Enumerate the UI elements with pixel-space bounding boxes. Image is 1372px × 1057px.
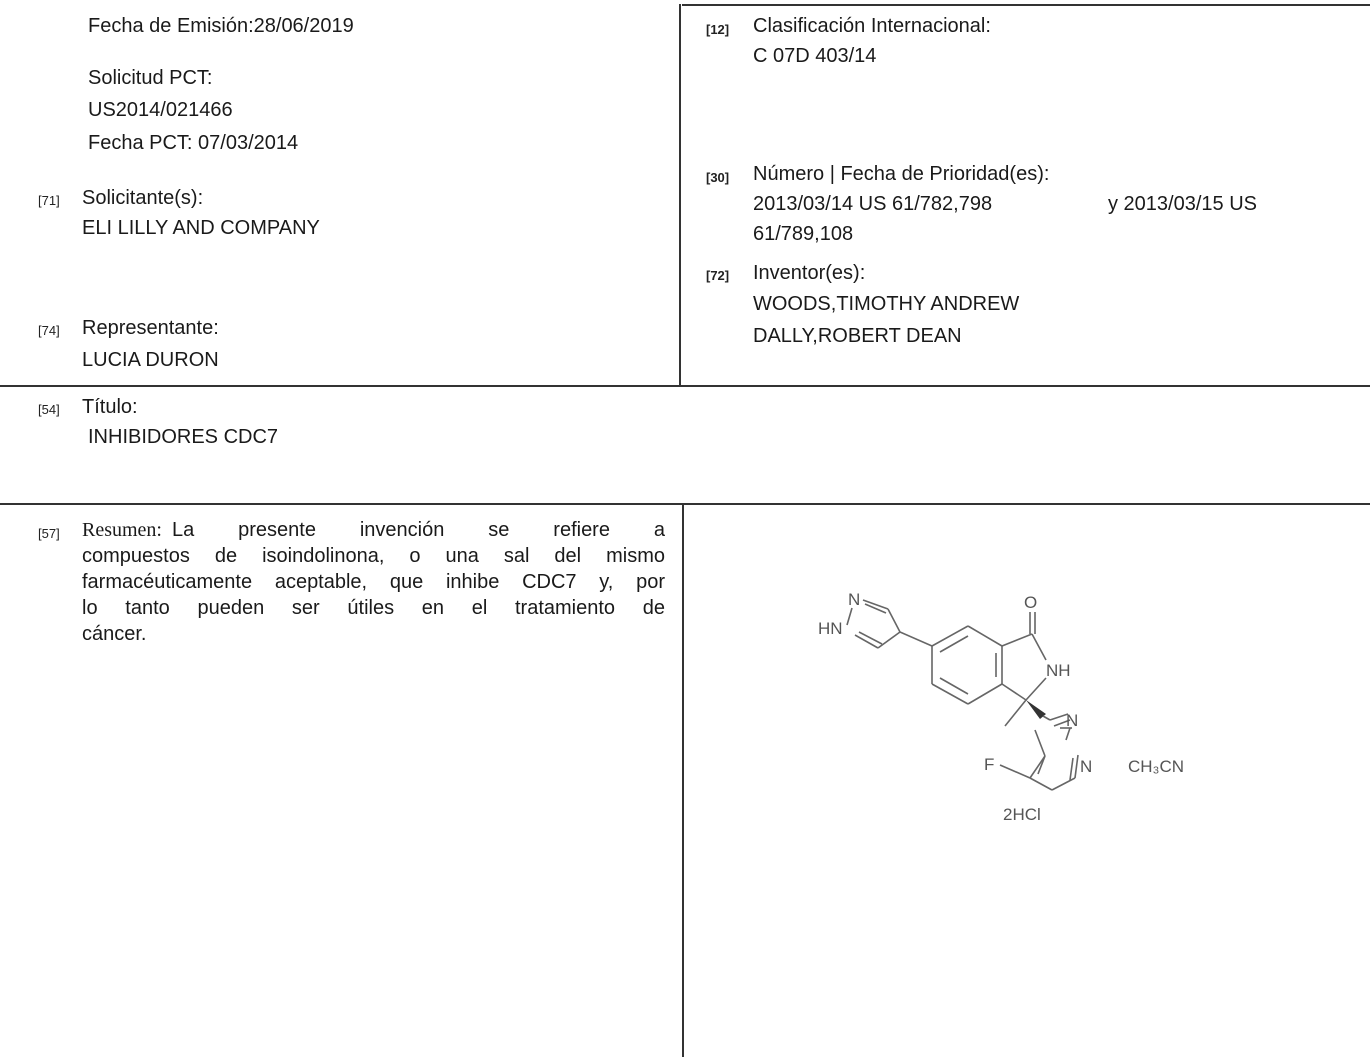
section-rule-1 [0, 385, 1370, 387]
clasificacion-code: [12] [706, 22, 730, 37]
abstract-line-4: lo tanto pueden ser útiles en el tratami… [82, 597, 665, 619]
abstract-line-3: farmacéuticamente aceptable, que inhibe … [82, 571, 665, 593]
solicitud-pct-label: Solicitud PCT: [88, 67, 213, 89]
bottom-column-divider [682, 504, 684, 1057]
clasificacion-value: C 07D 403/14 [753, 45, 877, 67]
wedge-bond [1026, 700, 1046, 719]
prioridad-code: [30] [706, 170, 730, 185]
representante-value: LUCIA DURON [82, 349, 219, 371]
structure-labels: N HN O NH N N F CH₃CN 2HCl [818, 590, 1184, 824]
structure-bonds [846, 599, 1079, 791]
solicitud-pct-value: US2014/021466 [88, 99, 233, 121]
representante-label: Representante: [82, 317, 219, 339]
abstract-line-5: cáncer. [82, 623, 147, 645]
abstract-label: Resumen: [82, 519, 162, 541]
inventor-label: Inventor(es): [753, 262, 866, 284]
prioridad-value-1a: 2013/03/14 US 61/782,798 [753, 193, 993, 215]
fecha-emision: Fecha de Emisión:28/06/2019 [88, 15, 354, 37]
top-rule [682, 4, 1370, 6]
atom-nh: NH [1046, 661, 1071, 680]
solicitante-label: Solicitante(s): [82, 187, 204, 209]
abstract-line-1-text: La presente invención se refiere a [172, 519, 665, 541]
title-code: [54] [38, 402, 60, 417]
inventor-2: DALLY,ROBERT DEAN [753, 325, 962, 347]
atom-o: O [1024, 593, 1037, 612]
solvent-ch3cn: CH₃CN [1128, 757, 1184, 776]
title-value: INHIBIDORES CDC7 [88, 426, 279, 448]
inventor-code: [72] [706, 268, 730, 283]
abstract-code: [57] [38, 526, 60, 541]
solicitante-code: [71] [38, 193, 60, 208]
abstract-line-1: Resumen: La presente invención se refier… [82, 517, 665, 543]
title-label: Título: [82, 396, 138, 418]
inventor-1: WOODS,TIMOTHY ANDREW [753, 293, 1020, 315]
prioridad-value-1b: y 2013/03/15 US [1108, 193, 1257, 215]
solicitante-value: ELI LILLY AND COMPANY [82, 217, 320, 239]
section-rule-2 [0, 503, 1370, 505]
top-column-divider [679, 4, 681, 386]
salt-2hcl: 2HCl [1003, 805, 1041, 824]
chemical-structure: N HN O NH N N F CH₃CN 2HCl [818, 590, 1184, 824]
atom-hn: HN [818, 619, 843, 638]
atom-n-pyr-bottom: N [1080, 757, 1092, 776]
atom-n-pyr-top: N [1066, 711, 1078, 730]
representante-code: [74] [38, 323, 60, 338]
atom-f: F [984, 755, 994, 774]
atom-n-top: N [848, 590, 860, 609]
prioridad-label: Número | Fecha de Prioridad(es): [753, 163, 1050, 185]
fecha-pct: Fecha PCT: 07/03/2014 [88, 132, 299, 154]
abstract-line-2: compuestos de isoindolinona, o una sal d… [82, 545, 665, 567]
abstract-text: Resumen: La presente invención se refier… [82, 517, 665, 647]
prioridad-value-2: 61/789,108 [753, 223, 854, 245]
clasificacion-label: Clasificación Internacional: [753, 15, 991, 37]
